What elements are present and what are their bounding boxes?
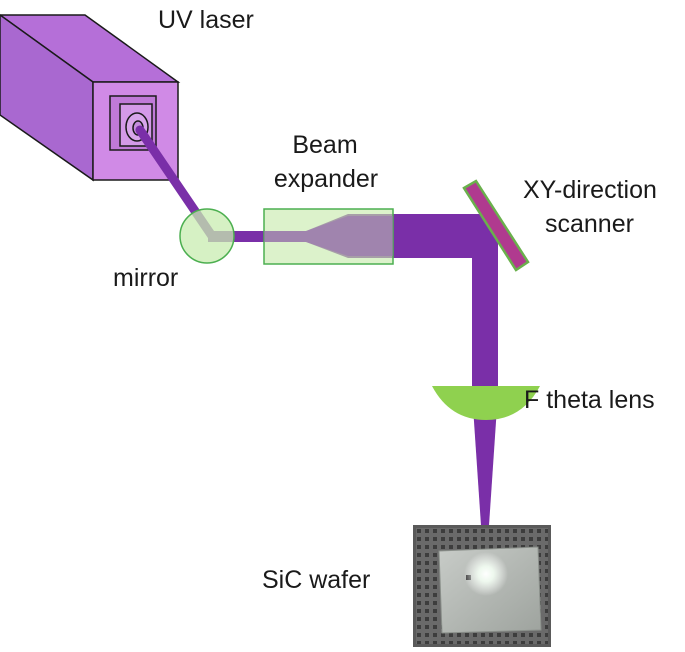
xy-scanner-element [462, 179, 530, 272]
mirror-element [179, 208, 235, 264]
beam-expander-label-line1: Beam [292, 131, 358, 159]
beam-expander-inner [264, 216, 393, 256]
laser-beam [135, 125, 498, 570]
beam-scanner-to-lens [472, 214, 498, 386]
f-theta-lens-element [432, 386, 540, 420]
xy-scanner-label-line1: XY-direction [523, 176, 657, 204]
mirror-label: mirror [113, 264, 179, 292]
f-theta-lens-label: F theta lens [524, 386, 655, 414]
sic-wafer-image [413, 525, 551, 647]
uv-laser-label: UV laser [158, 6, 254, 34]
beam-focusing [472, 392, 498, 570]
laser-spot-glow [464, 552, 508, 596]
beam-expander-label-line2: expander [273, 165, 379, 193]
sic-wafer-label: SiC wafer [262, 566, 371, 594]
xy-scanner-label-line2: scanner [545, 210, 634, 238]
beam-mirror-to-expander [208, 231, 268, 242]
uv-laser-box [0, 14, 181, 182]
